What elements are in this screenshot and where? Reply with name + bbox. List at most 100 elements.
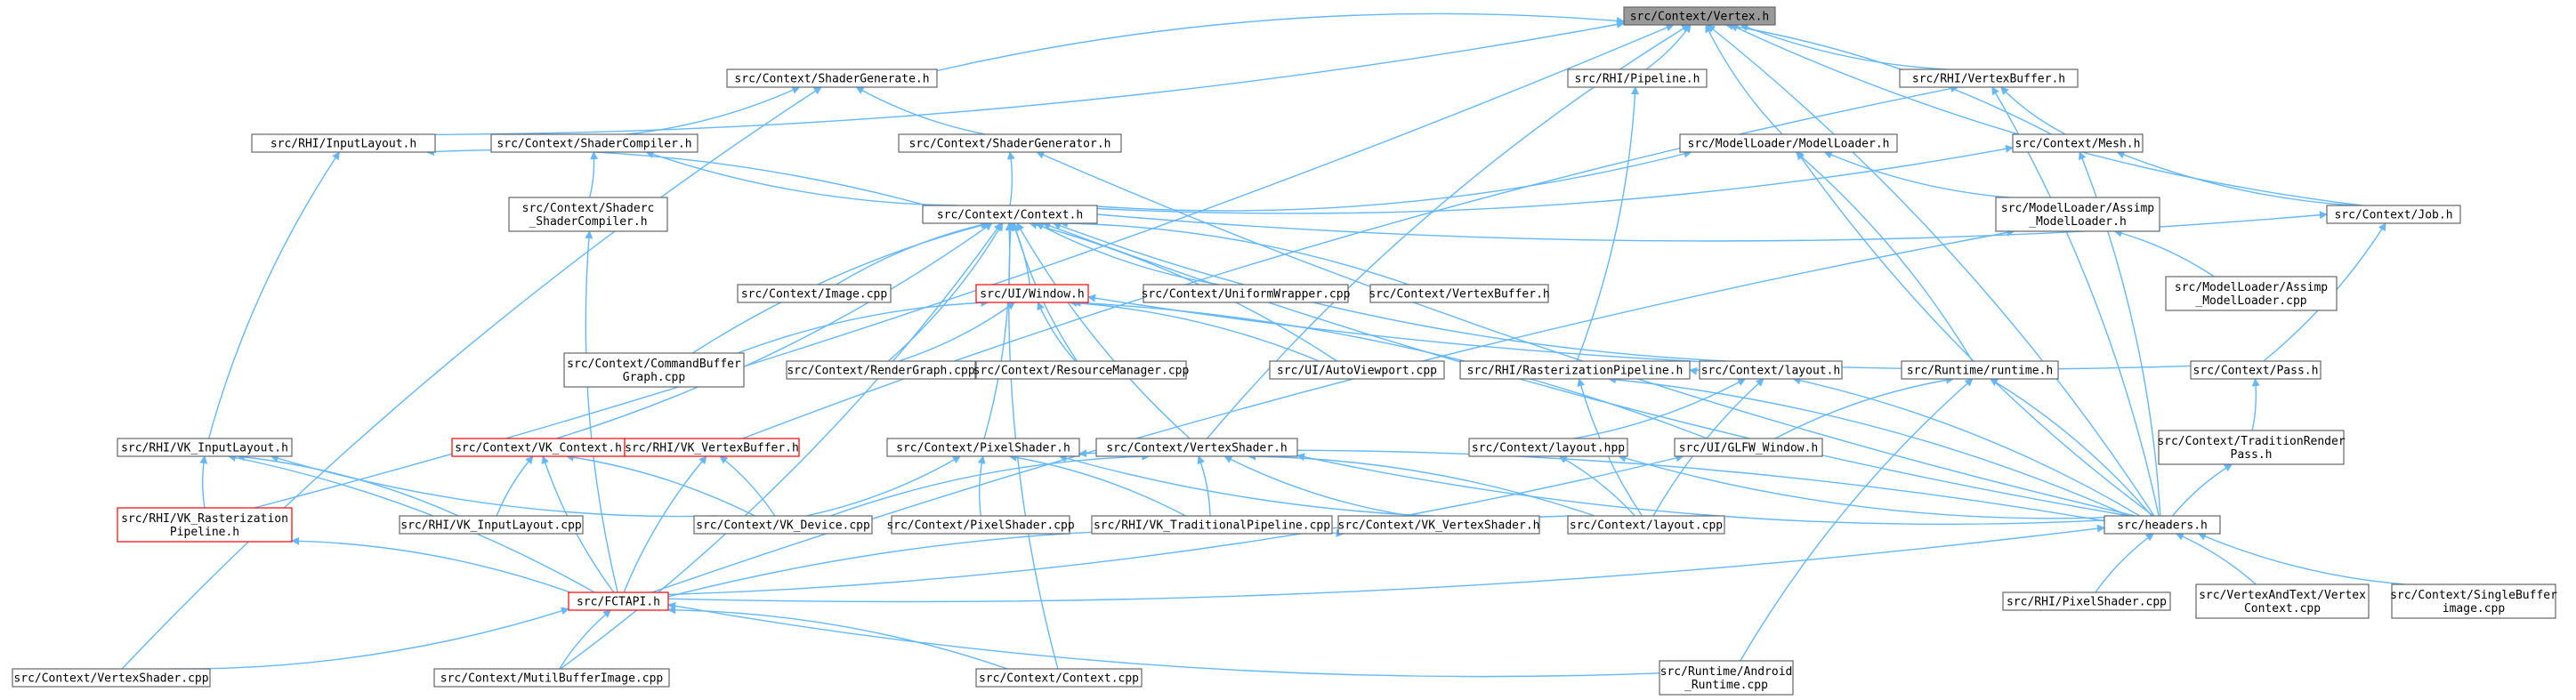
graph-node-runtime-h[interactable]: src/Runtime/runtime.h	[1901, 360, 2059, 380]
node-box[interactable]	[624, 438, 800, 457]
node-box[interactable]	[1567, 515, 1725, 535]
graph-node-rasterizationpipeline-h[interactable]: src/RHI/RasterizationPipeline.h	[1459, 360, 1691, 380]
node-box[interactable]	[2012, 133, 2144, 153]
node-box[interactable]	[693, 515, 873, 535]
graph-node-rhi-inputlayout-h[interactable]: src/RHI/InputLayout.h	[251, 133, 436, 153]
node-box[interactable]	[2195, 583, 2370, 619]
graph-node-mutilbufferimage-cpp[interactable]: src/Context/MutilBufferImage.cpp	[433, 668, 670, 688]
graph-node-vk-context-h[interactable]: src/Context/VK_Context.h	[451, 438, 626, 457]
graph-node-vertex-h[interactable]: src/Context/Vertex.h	[1623, 6, 1776, 26]
node-box[interactable]	[898, 133, 1122, 153]
node-box[interactable]	[433, 668, 670, 688]
node-box[interactable]	[1337, 515, 1540, 535]
graph-node-vk-vertexshader-h[interactable]: src/Context/VK_VertexShader.h	[1337, 515, 1540, 535]
graph-node-glfw-window-h[interactable]: src/UI/GLFW_Window.h	[1674, 438, 1823, 457]
node-box[interactable]	[1095, 438, 1298, 457]
node-box[interactable]	[2326, 205, 2461, 224]
node-box[interactable]	[568, 591, 669, 611]
node-box[interactable]	[2190, 360, 2322, 380]
node-box[interactable]	[2104, 515, 2221, 535]
node-box[interactable]	[975, 284, 1089, 303]
graph-node-vk-traditionalpipeline-cpp[interactable]: src/RHI/VK_TraditionalPipeline.cpp	[1091, 515, 1333, 535]
graph-node-fctapi-h[interactable]: src/FCTAPI.h	[568, 591, 669, 611]
graph-node-rendergraph-cpp[interactable]: src/Context/RenderGraph.cpp	[786, 360, 976, 380]
graph-node-pixelshader-h[interactable]: src/Context/PixelShader.h	[886, 438, 1080, 457]
node-box[interactable]	[2391, 583, 2556, 619]
graph-node-layout-cpp[interactable]: src/Context/layout.cpp	[1567, 515, 1725, 535]
node-box[interactable]	[1899, 68, 2079, 88]
node-box[interactable]	[2002, 591, 2171, 611]
node-box[interactable]	[1995, 197, 2160, 232]
node-box[interactable]	[251, 133, 436, 153]
graph-node-rhi-vertexbuffer-h[interactable]: src/RHI/VertexBuffer.h	[1899, 68, 2079, 88]
node-box[interactable]	[726, 68, 938, 88]
node-box[interactable]	[886, 438, 1080, 457]
graph-node-android-runtime-cpp[interactable]: src/Runtime/Android_Runtime.cpp	[1659, 660, 1794, 696]
graph-node-shaderc-compiler-h[interactable]: src/Context/Shaderc_ShaderCompiler.h	[508, 197, 668, 232]
graph-node-vk-device-cpp[interactable]: src/Context/VK_Device.cpp	[693, 515, 873, 535]
node-box[interactable]	[891, 515, 1070, 535]
graph-node-rhi-pixelshader-cpp[interactable]: src/RHI/PixelShader.cpp	[2002, 591, 2171, 611]
node-box[interactable]	[1659, 660, 1794, 696]
graph-node-shadergenerate-h[interactable]: src/Context/ShaderGenerate.h	[726, 68, 938, 88]
graph-node-image-cpp[interactable]: src/Context/Image.cpp	[737, 284, 892, 303]
node-box[interactable]	[1679, 133, 1898, 153]
graph-node-resourcemanager-cpp[interactable]: src/Context/ResourceManager.cpp	[973, 360, 1190, 380]
graph-node-autoviewport-cpp[interactable]: src/UI/AutoViewport.cpp	[1269, 360, 1445, 380]
graph-node-vk-inputlayout-h[interactable]: src/RHI/VK_InputLayout.h	[117, 438, 293, 457]
node-box[interactable]	[1459, 360, 1691, 380]
graph-node-assimp-modelloader-cpp[interactable]: src/ModelLoader/Assimp_ModelLoader.cpp	[2165, 276, 2338, 311]
node-box[interactable]	[975, 668, 1143, 688]
node-box[interactable]	[1567, 68, 1708, 88]
graph-node-ctx-layout-h[interactable]: src/Context/layout.h	[1699, 360, 1843, 380]
node-box[interactable]	[2165, 276, 2338, 311]
node-box[interactable]	[490, 133, 699, 153]
graph-node-mesh-h[interactable]: src/Context/Mesh.h	[2012, 133, 2144, 153]
graph-node-context-cpp[interactable]: src/Context/Context.cpp	[975, 668, 1143, 688]
node-box[interactable]	[1369, 284, 1549, 303]
node-box[interactable]	[1699, 360, 1843, 380]
graph-node-shadergenerator-h[interactable]: src/Context/ShaderGenerator.h	[898, 133, 1122, 153]
graph-node-context-h[interactable]: src/Context/Context.h	[922, 205, 1098, 224]
graph-node-job-h[interactable]: src/Context/Job.h	[2326, 205, 2461, 224]
graph-node-ctx-vertexbuffer-h[interactable]: src/Context/VertexBuffer.h	[1369, 284, 1550, 303]
node-box[interactable]	[737, 284, 892, 303]
dependency-edge	[805, 455, 961, 517]
graph-node-ctx-vertexshader-cpp[interactable]: src/Context/VertexShader.cpp	[12, 668, 211, 688]
graph-node-shadercompiler-h[interactable]: src/Context/ShaderCompiler.h	[490, 133, 699, 153]
graph-node-uniformwrapper-cpp[interactable]: src/Context/UniformWrapper.cpp	[1142, 284, 1351, 303]
graph-node-layout-hpp[interactable]: src/Context/layout.hpp	[1468, 438, 1628, 457]
node-box[interactable]	[117, 438, 293, 457]
node-box[interactable]	[786, 360, 976, 380]
node-box[interactable]	[399, 515, 584, 535]
node-box[interactable]	[563, 352, 745, 388]
node-box[interactable]	[1901, 360, 2059, 380]
graph-node-headers-h[interactable]: src/headers.h	[2104, 515, 2221, 535]
graph-node-vk-vertexbuffer-h[interactable]: src/RHI/VK_VertexBuffer.h	[624, 438, 800, 457]
graph-node-pixelshader-cpp[interactable]: src/Context/PixelShader.cpp	[886, 515, 1075, 535]
node-box[interactable]	[975, 360, 1187, 380]
node-box[interactable]	[1468, 438, 1628, 457]
node-box[interactable]	[1143, 284, 1349, 303]
node-box[interactable]	[1091, 515, 1333, 535]
node-box[interactable]	[1674, 438, 1823, 457]
node-box[interactable]	[12, 668, 211, 688]
node-box[interactable]	[508, 197, 668, 232]
node-box[interactable]	[117, 507, 293, 543]
node-box[interactable]	[2158, 430, 2345, 465]
graph-node-vk-inputlayout-cpp[interactable]: src/RHI/VK_InputLayout.cpp	[399, 515, 584, 535]
graph-node-vk-rasterization-h[interactable]: src/RHI/VK_RasterizationPipeline.h	[117, 507, 293, 543]
graph-node-vertexshader-h[interactable]: src/Context/VertexShader.h	[1095, 438, 1298, 457]
graph-node-rhi-pipeline-h[interactable]: src/RHI/Pipeline.h	[1567, 68, 1708, 88]
graph-node-modelloader-h[interactable]: src/ModelLoader/ModelLoader.h	[1679, 133, 1898, 153]
node-box[interactable]	[1269, 360, 1445, 380]
node-box[interactable]	[1623, 6, 1776, 26]
graph-node-assimp-modelloader-h[interactable]: src/ModelLoader/Assimp_ModelLoader.h	[1995, 197, 2160, 232]
graph-node-pass-h[interactable]: src/Context/Pass.h	[2190, 360, 2322, 380]
graph-node-ui-window-h[interactable]: src/UI/Window.h	[975, 284, 1089, 303]
node-box[interactable]	[922, 205, 1098, 224]
